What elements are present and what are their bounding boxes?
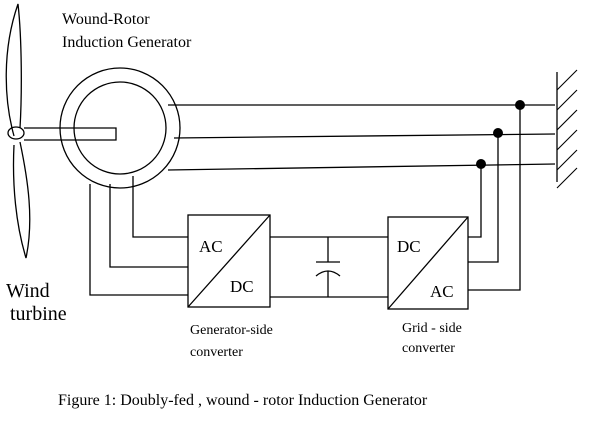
grid-lead-2 [468,133,499,263]
gen-converter-label-line1: Generator-side [190,323,273,338]
grid-converter-ac: AC [430,282,454,301]
gen-side-converter: AC DC [187,214,271,308]
turbine-blades [5,3,31,259]
generator-label-line1: Wound-Rotor [62,11,150,28]
grid-converter-label-line2: converter [402,341,455,356]
rotor-lead-3 [89,184,188,296]
rotor-lead-2 [109,184,188,268]
grid-converter-diagonal [387,216,469,310]
grid-lead-3 [468,105,521,291]
dc-link [270,236,388,298]
grid-hatch-4 [556,129,578,151]
grid-hatch-6 [556,167,578,189]
figure-caption: Figure 1: Doubly-fed , wound - rotor Ind… [58,392,428,409]
grid-hatch-2 [556,89,578,111]
turbine-shaft [24,127,117,141]
stator-line-3 [167,163,556,171]
gen-converter-box [187,214,271,308]
stator-line-2 [173,133,556,139]
gen-converter-diagonal [187,214,271,308]
grid-bus [556,69,578,189]
gen-converter-label-line2: converter [190,345,243,360]
grid-side-converter: DC AC [387,216,469,310]
rotor-lead-1 [132,176,188,238]
grid-hatch-3 [556,109,578,131]
turbine-label-line1: Wind [6,280,50,302]
stator-lines [167,104,556,171]
grid-converter-label-line1: Grid - side [402,321,462,336]
grid-hatch-1 [556,69,578,91]
grid-hatch-5 [556,149,578,171]
grid-converter-leads [468,105,521,291]
grid-converter-dc: DC [397,237,421,256]
gen-converter-ac: AC [199,237,223,256]
turbine-hub [7,126,25,140]
grid-lead-1 [468,164,482,238]
lower-blade [12,141,31,259]
generator-label-line2: Induction Generator [62,34,192,51]
turbine-label-line2: turbine [10,303,67,325]
upper-blade [5,3,22,137]
rotor-leads [89,176,188,296]
generator [24,67,181,189]
gen-converter-dc: DC [230,277,254,296]
grid-converter-box [387,216,469,310]
